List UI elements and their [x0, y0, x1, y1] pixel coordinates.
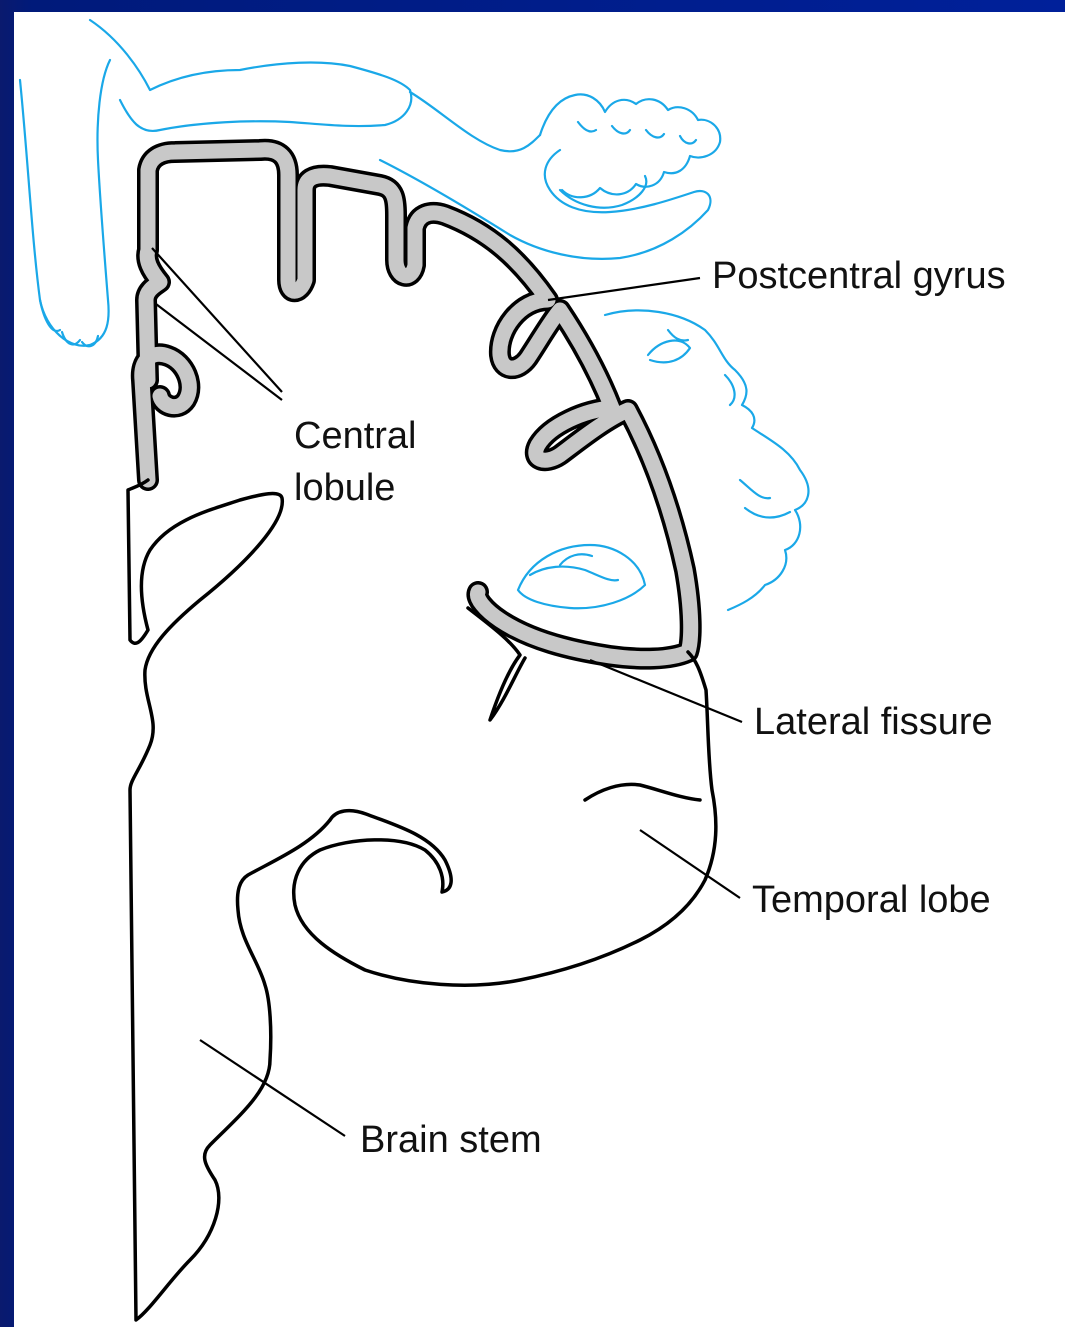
homunculus-eye: [648, 330, 690, 362]
brain-stem-leader: [200, 1040, 345, 1136]
homunculus-thumb: [560, 176, 646, 208]
homunculus-finger-creases: [578, 122, 696, 143]
homunculus-leg: [90, 20, 411, 131]
medial-surface-outline: [128, 480, 330, 1320]
homunculus-nose: [725, 375, 735, 405]
labels: Postcentral gyrus Central lobule Lateral…: [294, 255, 1006, 1161]
homunculus-foot-toes: [40, 300, 98, 346]
postcentral-gyrus-leader: [548, 278, 700, 300]
label-central-lobule-line2: lobule: [294, 467, 395, 509]
homunculus-foot: [20, 60, 110, 346]
temporal-lobe-leader: [640, 830, 740, 898]
homunculus-trunk: [410, 92, 540, 151]
label-temporal-lobe: Temporal lobe: [752, 879, 991, 921]
temporal-lobe-outline: [294, 652, 716, 985]
label-lateral-fissure: Lateral fissure: [754, 701, 993, 743]
label-brain-stem: Brain stem: [360, 1119, 542, 1161]
label-postcentral-gyrus: Postcentral gyrus: [712, 255, 1006, 297]
homunculus-cheek: [740, 480, 790, 518]
postcentral-cortex-band-gray: [142, 150, 691, 659]
homunculus-hand: [540, 94, 720, 197]
temporal-sulcus: [585, 784, 700, 800]
lateral-fissure-leader: [590, 660, 742, 722]
leader-lines: [152, 248, 742, 1136]
label-central-lobule-line1: Central: [294, 415, 417, 457]
